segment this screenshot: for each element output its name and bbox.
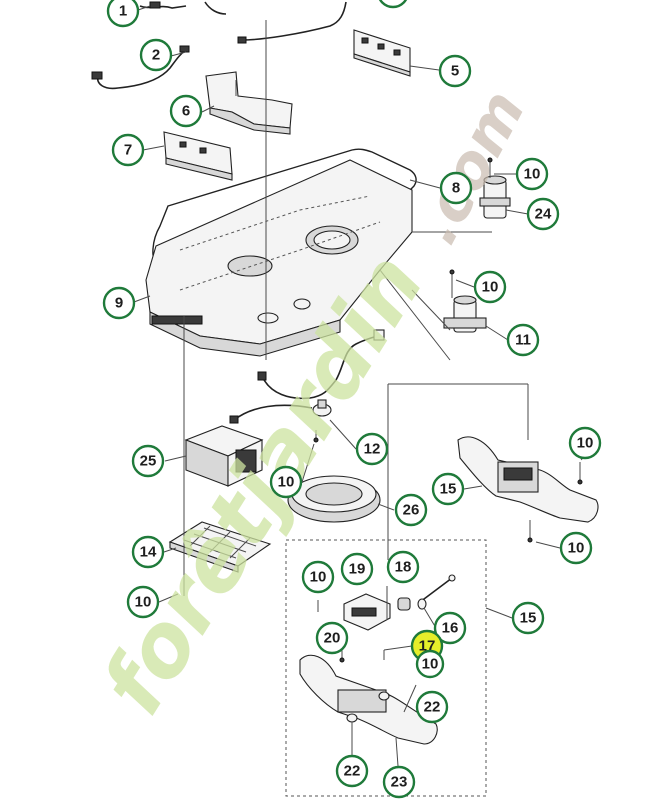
- svg-text:10: 10: [135, 594, 152, 611]
- svg-text:15: 15: [520, 610, 537, 627]
- part-1-cable[interactable]: [139, 1, 227, 15]
- part-6-bracket[interactable]: [205, 71, 293, 135]
- callout-2[interactable]: 2: [139, 38, 173, 72]
- svg-text:8: 8: [452, 180, 460, 197]
- svg-text:2: 2: [152, 47, 160, 64]
- part-26-ring[interactable]: [287, 475, 381, 523]
- svg-text:10: 10: [577, 435, 594, 452]
- callout-9[interactable]: 9: [102, 286, 136, 320]
- svg-text:5: 5: [451, 63, 459, 80]
- callout-22-b[interactable]: 22: [335, 754, 369, 788]
- part-18-spacer[interactable]: [397, 597, 411, 611]
- leader-lines: [133, 5, 583, 767]
- part-17-washer[interactable]: [417, 598, 427, 610]
- svg-text:10: 10: [422, 656, 439, 673]
- svg-text:1: 1: [119, 3, 127, 20]
- callout-22-a[interactable]: 22: [415, 690, 449, 724]
- svg-text:15: 15: [440, 481, 457, 498]
- svg-text:24: 24: [535, 206, 552, 223]
- callout-24[interactable]: 24: [526, 197, 560, 231]
- callout-11[interactable]: 11: [506, 323, 540, 357]
- part-23-wheel-arm[interactable]: [299, 600, 438, 745]
- part-2-cable[interactable]: [91, 1, 347, 90]
- svg-text:14: 14: [140, 544, 157, 561]
- svg-text:20: 20: [324, 630, 341, 647]
- svg-text:10: 10: [568, 540, 585, 557]
- part-15-wheel-arm[interactable]: [457, 436, 599, 543]
- part-7-circuit-board[interactable]: [163, 131, 233, 181]
- callout-10-c[interactable]: 10: [269, 465, 303, 499]
- callout-7[interactable]: 7: [111, 133, 145, 167]
- svg-text:10: 10: [482, 279, 499, 296]
- svg-text:25: 25: [140, 453, 157, 470]
- callout-12[interactable]: 12: [355, 432, 389, 466]
- svg-text:22: 22: [344, 763, 361, 780]
- callout-15-b[interactable]: 15: [511, 601, 545, 635]
- callout-5[interactable]: 5: [438, 54, 472, 88]
- callout-1[interactable]: 1: [106, 0, 140, 28]
- svg-text:9: 9: [115, 295, 123, 312]
- callout-10-b[interactable]: 10: [473, 270, 507, 304]
- svg-text:10: 10: [310, 569, 327, 586]
- part-12-sensor-cable[interactable]: [229, 329, 385, 443]
- svg-text:6: 6: [182, 103, 190, 120]
- svg-text:10: 10: [278, 474, 295, 491]
- svg-text:10: 10: [524, 166, 541, 183]
- part-11-motor[interactable]: [443, 269, 487, 333]
- part-16-bolt[interactable]: [419, 574, 456, 603]
- callout-8[interactable]: 8: [439, 171, 473, 205]
- callout-bubbles: 1 2 5 6 7 8 9 10 24 10 11 12 25 10 26 10…: [102, 0, 602, 799]
- part-14-plate[interactable]: [168, 521, 272, 573]
- svg-text:23: 23: [391, 774, 408, 791]
- svg-text:22: 22: [424, 699, 441, 716]
- callout-19[interactable]: 19: [340, 552, 374, 586]
- svg-text:26: 26: [403, 502, 420, 519]
- svg-text:19: 19: [349, 561, 366, 578]
- callout-partial-top: [378, 0, 408, 9]
- part-25-battery[interactable]: [184, 425, 264, 487]
- callout-18[interactable]: 18: [386, 550, 420, 584]
- callout-10-g[interactable]: 10: [301, 560, 335, 594]
- part-19-bracket[interactable]: [343, 593, 391, 631]
- callout-26[interactable]: 26: [394, 493, 428, 527]
- callout-10-d[interactable]: 10: [568, 426, 602, 460]
- callout-16[interactable]: 16: [433, 611, 467, 645]
- callout-10-f[interactable]: 10: [126, 585, 160, 619]
- svg-text:11: 11: [515, 332, 531, 349]
- callout-10-h[interactable]: 10: [415, 649, 445, 679]
- callout-10-e[interactable]: 10: [559, 531, 593, 565]
- callout-25[interactable]: 25: [131, 444, 165, 478]
- part-5-circuit-board[interactable]: [353, 29, 411, 77]
- callout-14[interactable]: 14: [131, 535, 165, 569]
- svg-text:18: 18: [395, 559, 412, 576]
- callout-10-a[interactable]: 10: [515, 157, 549, 191]
- callout-15-a[interactable]: 15: [431, 472, 465, 506]
- svg-text:16: 16: [442, 620, 459, 637]
- callout-23[interactable]: 23: [382, 765, 416, 799]
- part-24-motor[interactable]: [479, 157, 511, 219]
- part-9-chassis[interactable]: [145, 159, 413, 357]
- svg-text:7: 7: [124, 142, 132, 159]
- svg-text:12: 12: [364, 441, 381, 458]
- callout-20[interactable]: 20: [315, 621, 349, 655]
- callout-6[interactable]: 6: [169, 94, 203, 128]
